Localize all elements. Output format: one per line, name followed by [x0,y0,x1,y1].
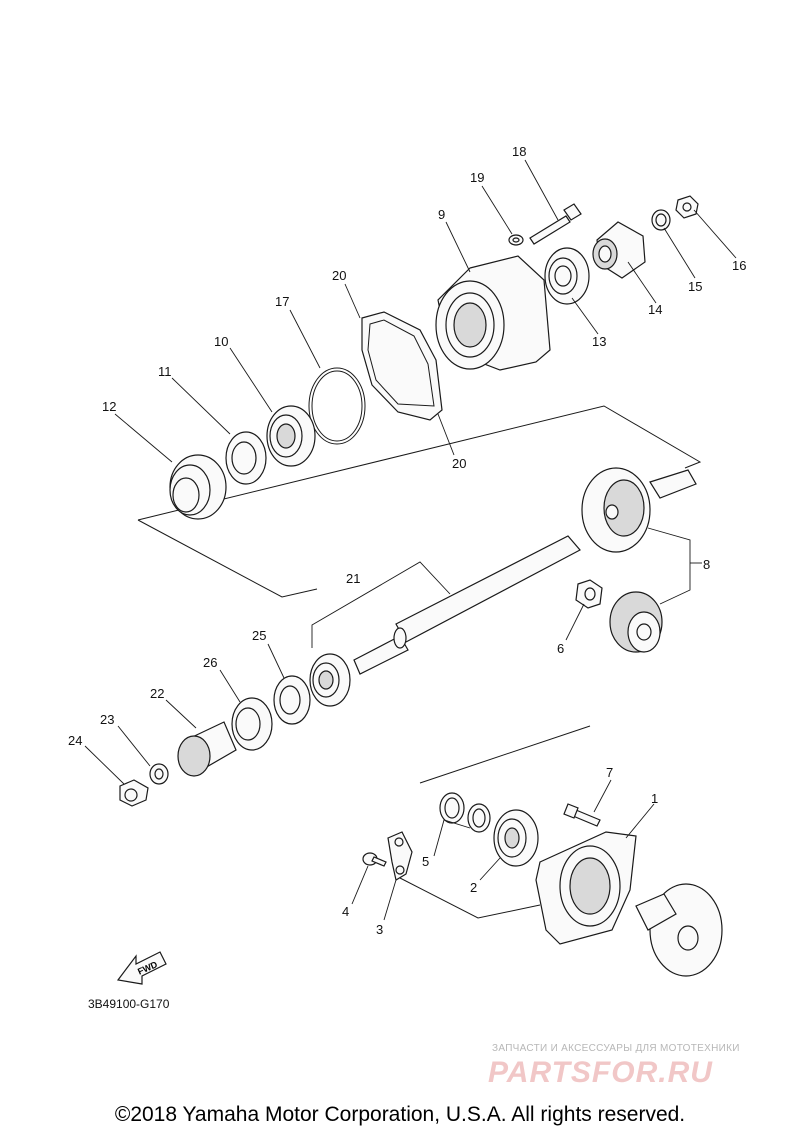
callout-3: 3 [376,922,383,937]
part-21-bearing [309,653,351,707]
callout-24: 24 [68,733,82,748]
part-8-bevel-gear [581,467,697,553]
part-10-bearing [266,405,316,467]
callout-8: 8 [703,557,710,572]
callout-7: 7 [606,765,613,780]
part-22-joint [177,721,237,777]
callout-16: 16 [732,258,746,273]
watermark-logo: PARTSFOR.RU [488,1056,713,1089]
callout-4: 4 [342,904,349,919]
part-26-bearing [231,697,273,751]
callout-2: 2 [470,880,477,895]
part-14-coupling [592,221,646,279]
callout-11: 11 [158,364,172,379]
callout-13: 13 [592,334,606,349]
callout-18: 18 [512,144,526,159]
callout-15: 15 [688,279,702,294]
part-21-shaft [353,535,581,675]
part-20-gasket [361,311,443,421]
part-18-bolt [529,203,582,245]
part-16-nut [675,195,699,219]
callout-10: 10 [214,334,228,349]
part-25-ring-nut [273,675,311,725]
part-24-nut [119,779,149,807]
callout-5: 5 [422,854,429,869]
callout-14: 14 [648,302,662,317]
callout-9: 9 [438,207,445,222]
callout-25: 25 [252,628,266,643]
part-2-bearing [493,809,539,867]
assembly-outline-upper [137,405,702,521]
copyright-notice: ©2018 Yamaha Motor Corporation, U.S.A. A… [114,1103,686,1126]
callout-19: 19 [470,170,484,185]
part-1-housing [535,831,637,945]
callout-22: 22 [150,686,164,701]
part-5-shims [439,792,491,833]
part-6-nut [575,579,603,609]
part-11-spline-nut [225,431,267,485]
callout-20-bottom: 20 [452,456,466,471]
part-17-o-ring [308,367,366,445]
part-9-housing [435,255,551,371]
part-12-bearing [169,454,227,520]
callout-23: 23 [100,712,114,727]
assembly-outline-upper-bottom [137,519,318,598]
part-15-washer [651,209,671,231]
final-gear [635,883,723,977]
callout-17: 17 [275,294,289,309]
part-8-bevel-gear-lower [609,591,663,653]
callout-21: 21 [346,571,360,586]
part-13-bearing [544,247,590,305]
callout-26: 26 [203,655,217,670]
part-7-bolt [563,803,601,827]
part-4-screw [362,852,387,867]
callout-20-top: 20 [332,268,346,283]
part-23-washer [149,763,169,785]
assembly-outline-lower [419,725,591,784]
part-19-washer [508,234,524,246]
assembly-outline-bottom [399,877,541,919]
callout-12: 12 [102,399,116,414]
part-3-plate [387,831,413,881]
watermark-tagline: ЗАПЧАСТИ И АКСЕССУАРЫ ДЛЯ МОТОТЕХНИКИ [492,1043,740,1054]
diagram-part-code: 3B49100-G170 [88,997,170,1011]
callout-6: 6 [557,641,564,656]
callout-1: 1 [651,791,658,806]
forward-arrow-icon: FWD [116,951,167,985]
